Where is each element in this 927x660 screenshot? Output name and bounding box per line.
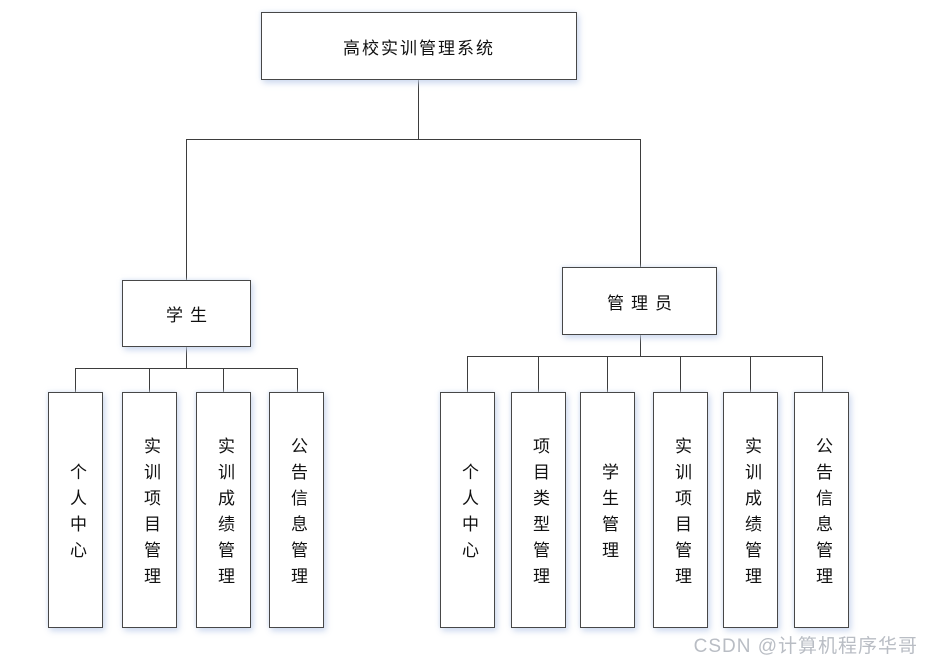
leaf-label: 实训项目管理	[140, 436, 160, 593]
node-admin-student-mgmt: 学生管理	[580, 392, 635, 628]
leaf-label: 学生管理	[598, 462, 618, 567]
node-student: 学生	[122, 280, 251, 347]
connector-student-child-2	[149, 368, 150, 392]
connector-student-child-4	[297, 368, 298, 392]
connector-to-admin	[640, 139, 641, 267]
connector-admin-child-1	[467, 356, 468, 392]
leaf-label: 公告信息管理	[812, 436, 832, 593]
connector-student-child-1	[75, 368, 76, 392]
node-admin-label: 管理员	[607, 293, 679, 314]
connector-main-horizontal	[186, 139, 641, 140]
node-student-personal-center: 个人中心	[48, 392, 103, 628]
node-admin-project-type-mgmt: 项目类型管理	[511, 392, 566, 628]
connector-admin-horizontal	[467, 356, 823, 357]
connector-student-child-3	[223, 368, 224, 392]
node-student-announcement-mgmt: 公告信息管理	[269, 392, 324, 628]
leaf-label: 实训项目管理	[671, 436, 691, 593]
leaf-label: 个人中心	[66, 462, 86, 567]
connector-admin-child-6	[822, 356, 823, 392]
node-admin-training-project-mgmt: 实训项目管理	[653, 392, 708, 628]
leaf-label: 实训成绩管理	[214, 436, 234, 593]
connector-admin-child-4	[680, 356, 681, 392]
node-admin-personal-center: 个人中心	[440, 392, 495, 628]
connector-admin-child-5	[750, 356, 751, 392]
node-admin-announcement-mgmt: 公告信息管理	[794, 392, 849, 628]
leaf-label: 个人中心	[458, 462, 478, 567]
connector-student-horizontal	[75, 368, 298, 369]
node-system-root: 高校实训管理系统	[261, 12, 577, 80]
connector-admin-child-3	[607, 356, 608, 392]
connector-admin-child-2	[538, 356, 539, 392]
node-admin: 管理员	[562, 267, 717, 335]
connector-student-down	[186, 347, 187, 369]
leaf-label: 公告信息管理	[287, 436, 307, 593]
connector-root-down	[418, 80, 419, 140]
connector-to-student	[186, 139, 187, 280]
csdn-watermark: CSDN @计算机程序华哥	[693, 636, 918, 657]
node-student-label: 学生	[166, 306, 214, 326]
node-student-training-score-mgmt: 实训成绩管理	[196, 392, 251, 628]
node-system-root-label: 高校实训管理系统	[343, 38, 495, 59]
node-student-training-project-mgmt: 实训项目管理	[122, 392, 177, 628]
leaf-label: 实训成绩管理	[741, 436, 761, 593]
connector-admin-down	[640, 335, 641, 356]
node-admin-training-score-mgmt: 实训成绩管理	[723, 392, 778, 628]
leaf-label: 项目类型管理	[529, 436, 549, 593]
